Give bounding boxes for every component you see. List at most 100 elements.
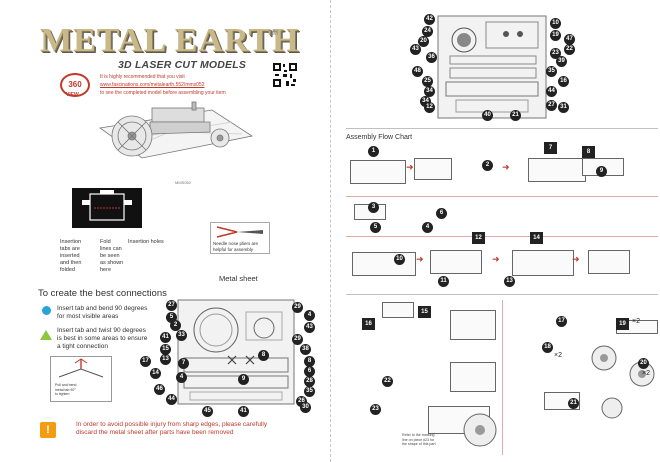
insertion-holes-label: Insertion holes [128,239,164,245]
fold-tab-graphic [58,358,104,378]
part-number-callout: 43 [410,44,421,55]
metal-sheet-right [436,14,548,120]
flow-arrow-icon: ➜ [492,254,500,264]
part-number-callout: 35 [546,66,557,77]
part-number-callout: 41 [160,332,171,343]
step-17-marker: 17 [556,316,567,327]
part-number-callout: 33 [176,330,187,341]
part-number-callout: 44 [546,86,557,97]
step-8-marker: 8 [582,146,595,158]
part-number-callout: 26 [296,396,307,407]
part-number-callout: 22 [564,44,575,55]
part-number-callout: 43 [304,322,315,333]
step-20-marker: 20 [638,358,649,369]
page-fold-divider [330,0,331,462]
part-number-callout: 12 [424,102,435,113]
step-15-marker: 15 [418,306,431,318]
pliers-icon [216,226,263,238]
part-number-callout: 5 [166,312,177,323]
flow-arrow-icon: ➜ [502,162,510,172]
part-10 [352,252,416,276]
assembly-flow-title: Assembly Flow Chart [346,134,413,141]
product-code: MMS052 [175,180,192,185]
part-number-callout: 42 [424,14,435,25]
part-number-callout: 34 [424,86,435,97]
step-4-marker: 4 [422,222,433,233]
step-1-marker: 1 [368,146,379,157]
360-view-badge[interactable]: 360 [60,73,90,97]
part-number-callout: 39 [556,56,567,67]
subtitle: 3D LASER CUT MODELS [118,59,247,71]
part-number-callout: 2 [170,320,181,331]
part-14 [588,250,630,274]
step-11-marker: 11 [438,276,449,287]
metal-sheet-left [176,298,296,406]
part-number-callout: 47 [564,34,575,45]
multiplier-label: ×2 [632,318,640,325]
website-line3: to see the completed model before assemb… [100,90,226,96]
qr-code-icon[interactable] [272,62,298,88]
step-21-marker: 21 [568,398,579,409]
green-triangle-icon [40,330,52,340]
step-14-marker: 14 [530,232,543,244]
part-7 [528,158,586,182]
part-22 [450,362,496,392]
part-number-callout: 21 [510,110,521,121]
step-10-marker: 10 [394,254,405,265]
part-number-callout: 35 [304,386,315,397]
part-16 [450,310,496,340]
website-url[interactable]: www.fascinations.com/metalearth.552/mms0… [100,82,205,88]
part-number-callout: 17 [140,356,151,367]
part-number-callout: 38 [300,344,311,355]
tab-diagram [72,188,142,228]
part-number-callout: 31 [558,102,569,113]
part-number-callout: 10 [550,18,561,29]
metal-sheet-right-graphic [437,15,547,119]
section-rule-2 [346,294,658,295]
step-9-marker: 9 [596,166,607,177]
multiplier-label: ×2 [554,352,562,359]
step-18-marker: 18 [542,342,553,353]
part-number-callout: 44 [166,394,177,405]
part-15 [382,302,414,318]
part-number-callout: 4 [176,372,187,383]
part-number-callout: 7 [178,358,189,369]
flow-arrow-icon: ➜ [406,162,414,172]
part-number-callout: 8 [258,350,269,361]
part-number-callout: 45 [202,406,213,417]
blue-dot-icon [42,306,51,315]
part-number-callout: 20 [418,36,429,47]
metal-sheet-left-graphic [177,299,295,405]
part-number-callout: 15 [160,344,171,355]
warning-icon: ! [40,422,56,438]
multiplier-label: ×2 [642,370,650,377]
part-number-callout: 48 [412,66,423,77]
flow-col-rule [502,300,503,455]
flow-row-rule-2 [346,236,658,237]
part-number-callout: 4 [304,310,315,321]
right-page: Assembly Flow Chart ➜ ➜ ➜ ➜ ➜ 1 2 3 4 5 … [332,0,660,462]
section-rule [346,128,658,129]
part-number-callout: 23 [550,48,561,59]
part-number-callout: 9 [238,374,249,385]
step-7-marker: 7 [544,142,557,154]
warning-box: ! In order to avoid possible injury from… [40,416,300,444]
part-number-callout: 25 [422,76,433,87]
website-note: It is highly recommended that you visit … [100,73,270,97]
part-number-callout: 40 [482,110,493,121]
step-13-marker: 13 [504,276,515,287]
flow-arrow-icon: ➜ [416,254,424,264]
step-23-marker: 23 [370,404,381,415]
part-number-callout: 29 [292,302,303,313]
badge-number: 360 [68,80,82,89]
part-number-callout: 27 [546,100,557,111]
flow-row-rule-1 [346,196,658,197]
rear-wheel-graphic [463,413,497,447]
connections-title: To create the best connections [38,288,167,299]
